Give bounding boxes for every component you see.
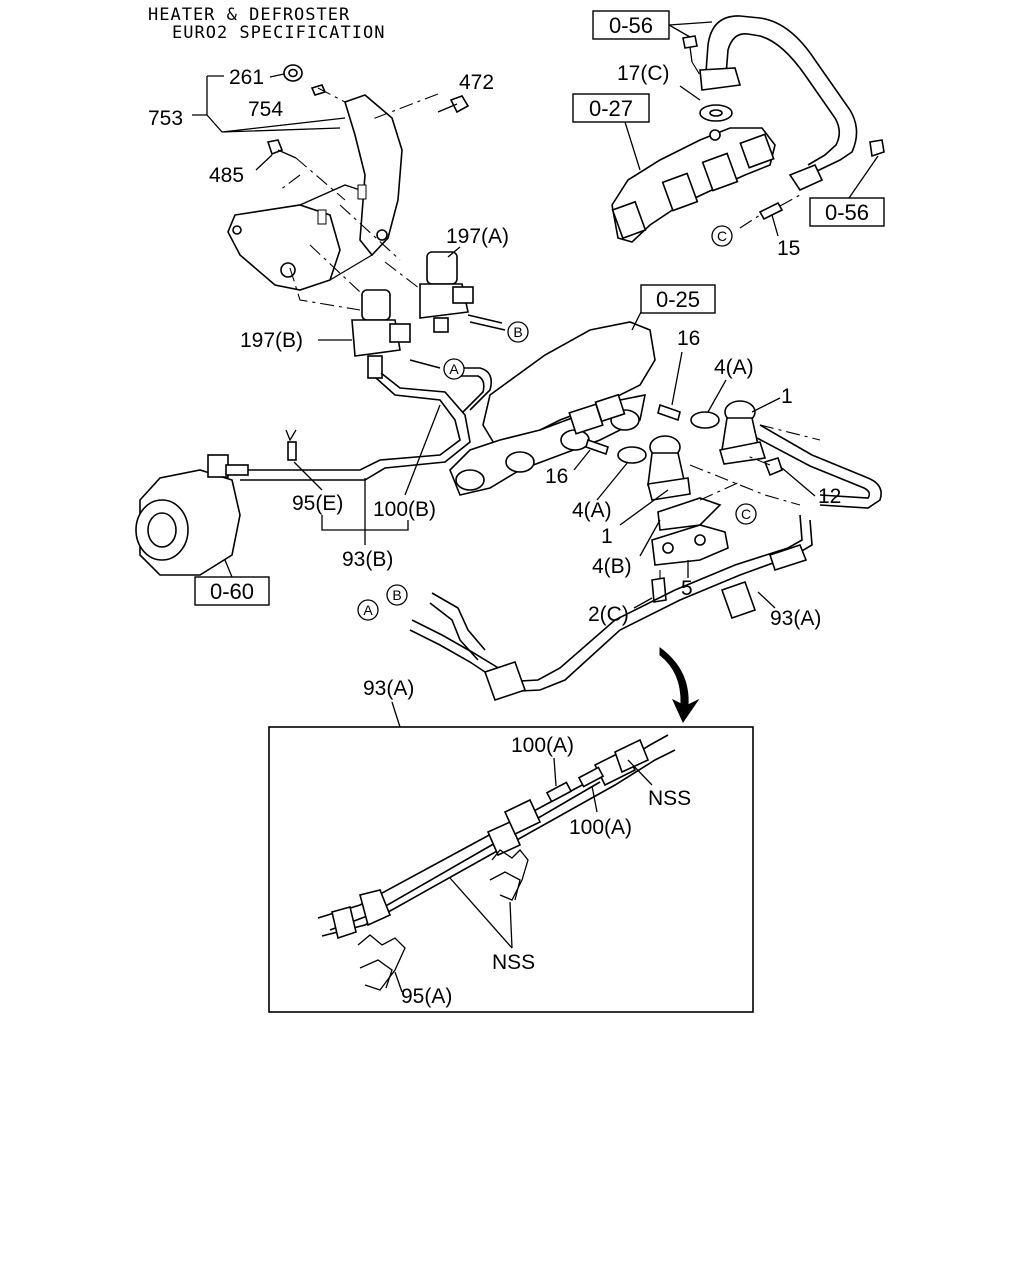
stud-15	[758, 201, 784, 221]
svg-text:C: C	[717, 228, 727, 244]
connector-b-lower: B	[386, 584, 408, 606]
detail-arrow	[659, 647, 700, 724]
adapter-5	[651, 524, 729, 566]
callout-16-top: 16	[677, 327, 700, 350]
stud-16-top	[657, 403, 681, 422]
bolt-0-56-top	[682, 35, 698, 63]
svg-text:B: B	[392, 587, 401, 603]
connector-c-upper: C	[711, 225, 733, 247]
fitting-95e	[285, 429, 297, 461]
intake-manifold	[449, 321, 656, 496]
callout-261: 261	[229, 66, 264, 89]
callout-485: 485	[209, 164, 244, 187]
gasket-4a-right	[690, 411, 720, 429]
grommet-261	[283, 64, 303, 82]
ref-box-0-56-right: 0-56	[809, 197, 885, 227]
callout-197b: 197(B)	[240, 329, 303, 352]
svg-text:0-25: 0-25	[656, 287, 700, 312]
callout-2c: 2(C)	[588, 603, 629, 626]
callout-93a-main: 93(A)	[770, 607, 821, 630]
inset-callout-nss-right: NSS	[648, 787, 691, 810]
bolt-472	[437, 95, 470, 114]
inset-detail-box	[268, 726, 754, 1013]
callout-4a-right: 4(A)	[714, 356, 754, 379]
svg-text:0-56: 0-56	[609, 13, 653, 38]
inset-callout-nss-bottom: NSS	[492, 951, 535, 974]
callout-93b: 93(B)	[342, 548, 393, 571]
gasket-17c	[699, 104, 733, 122]
callout-472: 472	[459, 71, 494, 94]
inset-callout-100a-top: 100(A)	[511, 734, 574, 757]
callout-1-right: 1	[781, 385, 793, 408]
callout-12: 12	[818, 485, 841, 508]
inset-title-93a: 93(A)	[363, 677, 414, 700]
svg-text:0-56: 0-56	[825, 200, 869, 225]
bracket-assembly	[227, 94, 403, 291]
stud-16-center	[585, 438, 609, 456]
exhaust-manifold	[611, 127, 776, 243]
diagram-title-line2: EURO2 SPECIFICATION	[172, 23, 385, 43]
ref-box-0-56-top: 0-56	[592, 10, 670, 40]
gasket-4a-center	[617, 446, 647, 464]
callout-197a: 197(A)	[446, 225, 509, 248]
connector-a-lower: A	[357, 599, 379, 621]
ref-box-0-60: 0-60	[194, 576, 270, 606]
connector-b-upper: B	[507, 321, 529, 343]
diagram-title-line1: HEATER & DEFROSTER	[148, 5, 350, 25]
ref-box-0-25: 0-25	[640, 284, 716, 314]
svg-text:0-27: 0-27	[589, 96, 633, 121]
egr-valve-right	[718, 400, 767, 465]
callout-4a-center: 4(A)	[572, 499, 612, 522]
inset-callout-95a: 95(A)	[401, 985, 452, 1008]
bolt-485	[266, 139, 297, 159]
gasket-4b	[657, 497, 722, 531]
vacuum-hose-93a	[409, 424, 882, 702]
connector-c-lower: C	[735, 503, 757, 525]
callout-1-center: 1	[601, 525, 613, 548]
egr-pipe	[699, 15, 885, 192]
svg-text:A: A	[363, 602, 373, 618]
callout-100b: 100(B)	[373, 498, 436, 521]
callout-16-center: 16	[545, 465, 568, 488]
solenoid-valve-197b	[351, 289, 411, 379]
svg-text:B: B	[513, 324, 522, 340]
callout-754: 754	[248, 98, 283, 121]
callout-753: 753	[148, 107, 183, 130]
callout-5: 5	[681, 577, 693, 600]
egr-valve-center	[647, 435, 691, 501]
callout-95e: 95(E)	[292, 492, 343, 515]
connector-a-upper: A	[443, 358, 465, 380]
callout-17c: 17(C)	[617, 62, 670, 85]
svg-text:A: A	[449, 361, 459, 377]
callout-15: 15	[777, 237, 800, 260]
svg-text:C: C	[741, 506, 751, 522]
ref-box-0-27: 0-27	[572, 93, 650, 123]
inset-callout-100a-bottom: 100(A)	[569, 816, 632, 839]
svg-text:0-60: 0-60	[210, 579, 254, 604]
alternator	[135, 454, 249, 576]
callout-4b: 4(B)	[592, 555, 632, 578]
nut-12	[763, 457, 783, 477]
solenoid-valve-197a	[419, 251, 474, 333]
